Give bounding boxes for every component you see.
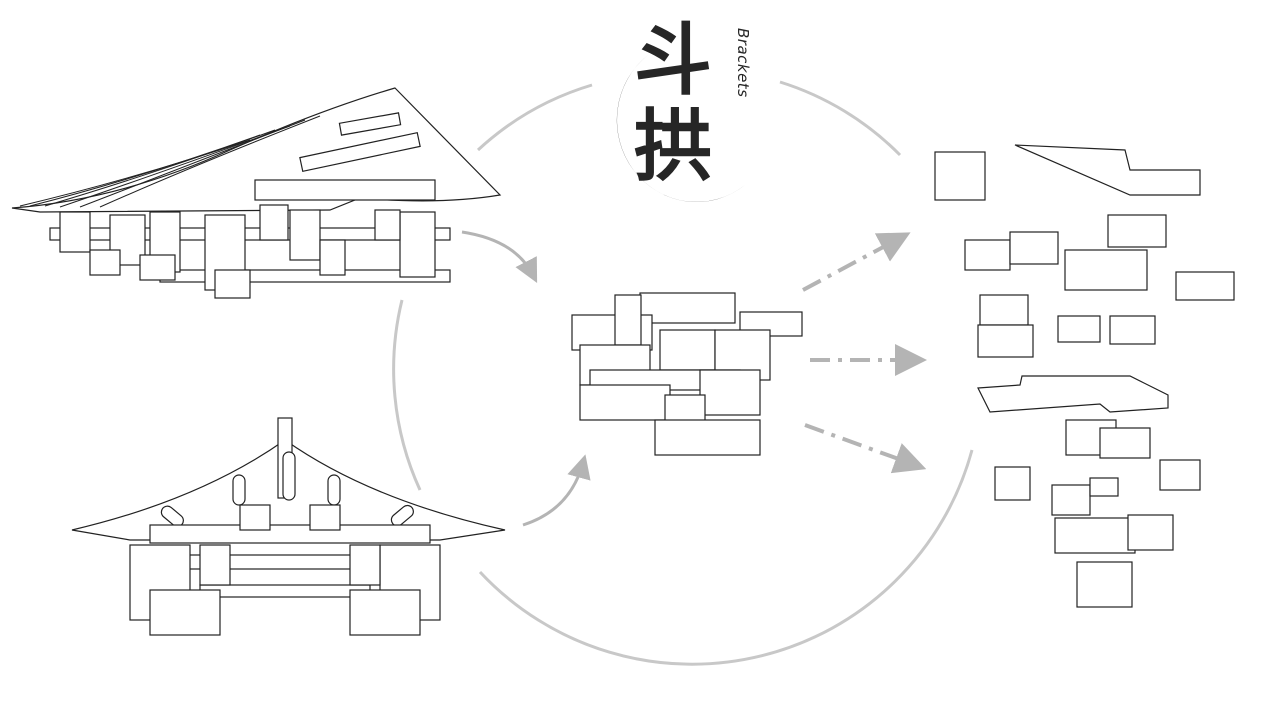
roof-elevation-drawing bbox=[71, 417, 506, 636]
logo-english-text: Brackets bbox=[734, 28, 752, 98]
bracket-assembly-drawing bbox=[571, 292, 803, 456]
dashed-arrow-icon bbox=[802, 232, 927, 474]
roof-perspective-drawing bbox=[11, 87, 502, 299]
curved-arrow-icon bbox=[461, 230, 591, 527]
bracket-sets bbox=[59, 204, 436, 299]
logo-chinese-text: 斗拱 bbox=[633, 15, 712, 192]
exploded-bracket-parts bbox=[934, 144, 1235, 608]
cycle-circle bbox=[392, 80, 974, 666]
